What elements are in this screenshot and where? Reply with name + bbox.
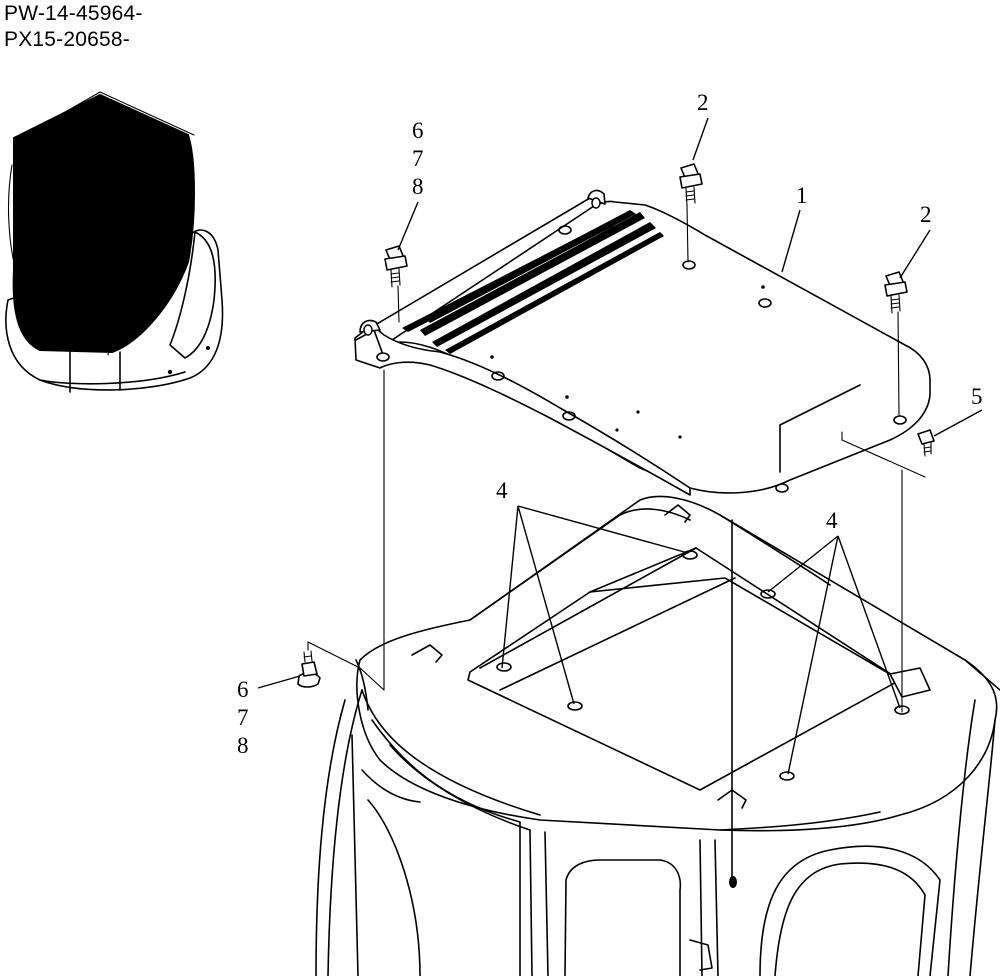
cab-locator-thumbnail [5,91,224,393]
vent-slots [402,210,664,354]
serial-range-2: PX15-20658- [4,28,130,51]
callout-part-8-upper: 8 [412,174,424,199]
callout-part-6-lower: 6 [237,677,249,702]
bolt-part-5 [917,429,935,457]
bolt-part-6-upper [384,245,408,288]
callout-part-2-right: 2 [920,202,932,227]
callout-part-4-left: 4 [496,478,508,503]
bolt-part-6-lower [297,650,321,688]
callout-part-2-top: 2 [697,90,709,115]
roof-cover-part-1 [354,189,931,496]
callout-part-5: 5 [971,384,983,409]
bolt-part-2-top [679,163,703,206]
callout-part-4-right: 4 [826,508,838,533]
callout-part-7-upper: 7 [412,146,424,171]
serial-range-1: PW-14-45964- [4,2,143,25]
bolt-part-2-right [884,271,908,314]
callout-part-6-upper: 6 [412,118,424,143]
callouts: 1 2 2 5 6 7 8 6 7 8 4 4 [237,90,983,775]
callout-part-8-lower: 8 [237,733,249,758]
callout-part-1: 1 [796,183,808,208]
assembly-lines [307,204,926,713]
callout-part-7-lower: 7 [237,705,249,730]
cab-body [315,495,1000,976]
